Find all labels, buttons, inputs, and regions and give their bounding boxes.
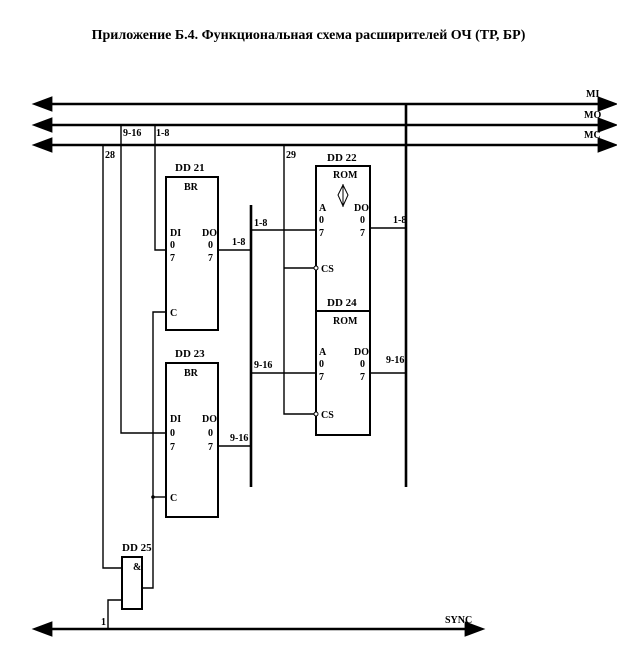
pin-label: 7 [170,253,175,264]
pin-label: DO [354,347,369,358]
chip-name: DD 22 [327,152,357,164]
chip-type: ROM [333,170,358,181]
chip-dd21: DD 21 BR DI 0 7 DO 0 7 C [165,162,219,331]
chip-dd24: DD 24 ROM A 0 7 DO 0 7 CS [313,297,371,436]
wire-29 [283,145,314,415]
pin-label: 7 [360,228,365,239]
pin-label: DO [202,228,217,239]
wire-29-label: 29 [286,150,296,161]
chip-type: BR [184,182,199,193]
chip-type: BR [184,368,199,379]
chip-name: DD 25 [122,542,152,554]
dd22-output-label: 1-8 [393,215,406,226]
inverted-input-icon [313,265,319,271]
bus-to-dd24-label: 9-16 [254,360,272,371]
wire-9-16-label: 9-16 [123,128,141,139]
pin-label: 7 [319,372,324,383]
clock-line [142,311,166,589]
bus-sync-label: SYNC [445,615,472,626]
wire-28 [102,145,122,569]
pin-label: 0 [360,215,365,226]
dd21-output-label: 1-8 [232,237,245,248]
gate-dd25: DD 25 & [121,542,152,610]
junction-dot [151,495,155,499]
bus-to-dd22-label: 1-8 [254,218,267,229]
chip-type: ROM [333,316,358,327]
pin-label: 0 [170,240,175,251]
pin-label: CS [321,264,334,275]
pin-label: DI [170,228,181,239]
chip-name: DD 21 [175,162,205,174]
dd24-output-label: 9-16 [386,355,404,366]
pin-label: DO [354,203,369,214]
pin-label: A [319,203,327,214]
inverted-input-icon [313,411,319,417]
pin-label: DI [170,414,181,425]
dd23-output-label: 9-16 [230,433,248,444]
wire-1-8-label: 1-8 [156,128,169,139]
pin-label: 7 [319,228,324,239]
chip-name: DD 23 [175,348,205,360]
pin-label: 7 [170,442,175,453]
sync-tap-label: 1 [101,617,106,628]
pin-label: 7 [208,442,213,453]
pin-label: CS [321,410,334,421]
wire-9-16-in [120,125,166,434]
pin-label: 0 [319,215,324,226]
chip-dd22: DD 22 ROM A 0 7 DO 0 7 CS [313,152,371,319]
pin-label: DO [202,414,217,425]
pin-label: 0 [170,428,175,439]
bus-mc-label: MC [584,130,601,141]
chip-name: DD 24 [327,297,357,309]
pin-label: C [170,493,177,504]
pin-label: 0 [208,428,213,439]
pin-label: A [319,347,327,358]
pin-label: 7 [208,253,213,264]
chip-dd23: DD 23 BR DI 0 7 DO 0 7 C [165,348,219,518]
pin-label: 0 [208,240,213,251]
bus-mo-label: MO [584,110,601,121]
gate-type: & [133,562,141,573]
pin-label: 0 [360,359,365,370]
sync-tap [107,599,122,629]
bidirectional-arrow-icon [337,183,349,208]
pin-label: C [170,308,177,319]
bus-mi-label: MI [586,89,599,100]
pin-label: 7 [360,372,365,383]
wire-28-label: 28 [105,150,115,161]
page-title: Приложение Б.4. Функциональная схема рас… [91,28,526,43]
pin-label: 0 [319,359,324,370]
wire-1-8-in [154,125,166,251]
